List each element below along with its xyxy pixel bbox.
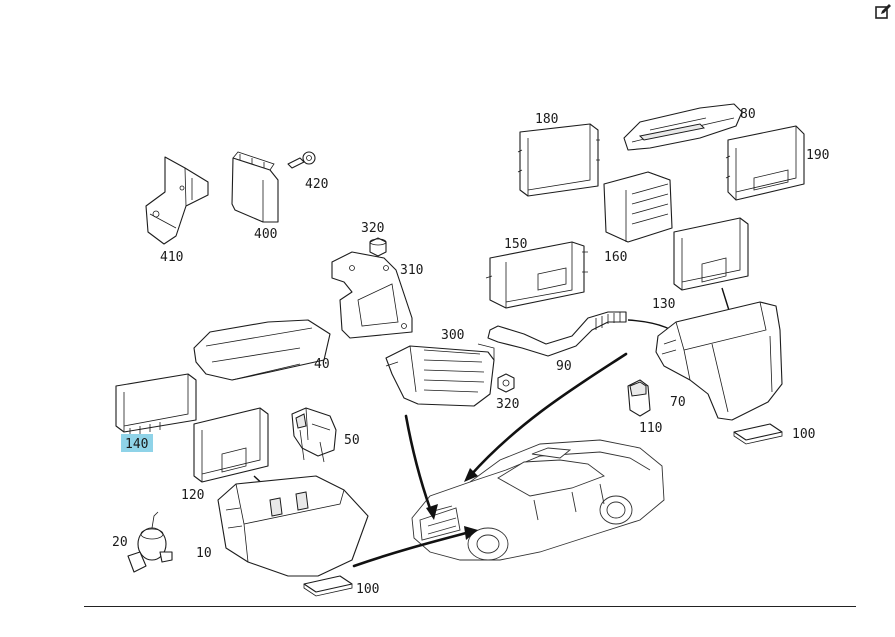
callout-160[interactable]: 160 [604, 250, 627, 265]
part-320-nut-lower[interactable] [497, 373, 515, 393]
callout-90[interactable]: 90 [556, 359, 572, 374]
callout-180[interactable]: 180 [535, 112, 558, 127]
callout-20[interactable]: 20 [112, 535, 128, 550]
callout-40[interactable]: 40 [314, 357, 330, 372]
part-400-module[interactable] [231, 151, 279, 223]
part-50-relay[interactable] [291, 407, 337, 463]
callout-10[interactable]: 10 [196, 546, 212, 561]
part-70-housing[interactable] [655, 301, 783, 421]
highlight-140 [121, 434, 153, 452]
part-90-hose[interactable] [487, 311, 627, 357]
callout-410[interactable]: 410 [160, 250, 183, 265]
part-40-cover[interactable] [193, 319, 331, 381]
edit-icon[interactable] [874, 3, 892, 21]
part-420-screw[interactable] [287, 151, 316, 169]
vehicle-illustration [411, 439, 665, 561]
bottom-divider [84, 606, 856, 607]
callout-310[interactable]: 310 [400, 263, 423, 278]
callout-320-lower[interactable]: 320 [496, 397, 519, 412]
part-10-tray[interactable] [217, 475, 369, 577]
arrow-10-to-vehicle [352, 530, 472, 568]
arrow-300-to-vehicle [404, 414, 434, 516]
callout-150[interactable]: 150 [504, 237, 527, 252]
callout-190[interactable]: 190 [806, 148, 829, 163]
part-20-pump[interactable] [127, 511, 173, 573]
part-110-clip[interactable] [627, 379, 651, 417]
part-160-unit[interactable] [603, 171, 673, 243]
part-120-module[interactable] [193, 407, 269, 483]
callout-400[interactable]: 400 [254, 227, 277, 242]
callout-320-upper[interactable]: 320 [361, 221, 384, 236]
callout-50[interactable]: 50 [344, 433, 360, 448]
part-320-nut-upper[interactable] [369, 237, 387, 257]
part-180-module[interactable] [517, 123, 600, 197]
arrow-70-to-vehicle [468, 352, 628, 478]
part-300-control-unit[interactable] [385, 343, 495, 407]
callout-80[interactable]: 80 [740, 107, 756, 122]
part-190-module[interactable] [725, 125, 805, 201]
callout-300[interactable]: 300 [441, 328, 464, 343]
part-410-bracket[interactable] [145, 156, 209, 245]
callout-100-right[interactable]: 100 [792, 427, 815, 442]
part-100-pad-bottom[interactable] [303, 575, 353, 597]
callout-70[interactable]: 70 [670, 395, 686, 410]
callout-110[interactable]: 110 [639, 421, 662, 436]
part-140-module[interactable] [115, 373, 197, 436]
part-80-cover[interactable] [623, 103, 743, 151]
callout-140[interactable]: 140 [125, 437, 148, 452]
callout-100-bottom[interactable]: 100 [356, 582, 379, 597]
callout-420[interactable]: 420 [305, 177, 328, 192]
callout-130[interactable]: 130 [652, 297, 675, 312]
callout-120[interactable]: 120 [181, 488, 204, 503]
part-150-module[interactable] [485, 241, 588, 309]
part-130-module[interactable] [673, 217, 749, 291]
part-100-pad-right[interactable] [733, 423, 783, 445]
part-310-bracket[interactable] [331, 251, 413, 339]
